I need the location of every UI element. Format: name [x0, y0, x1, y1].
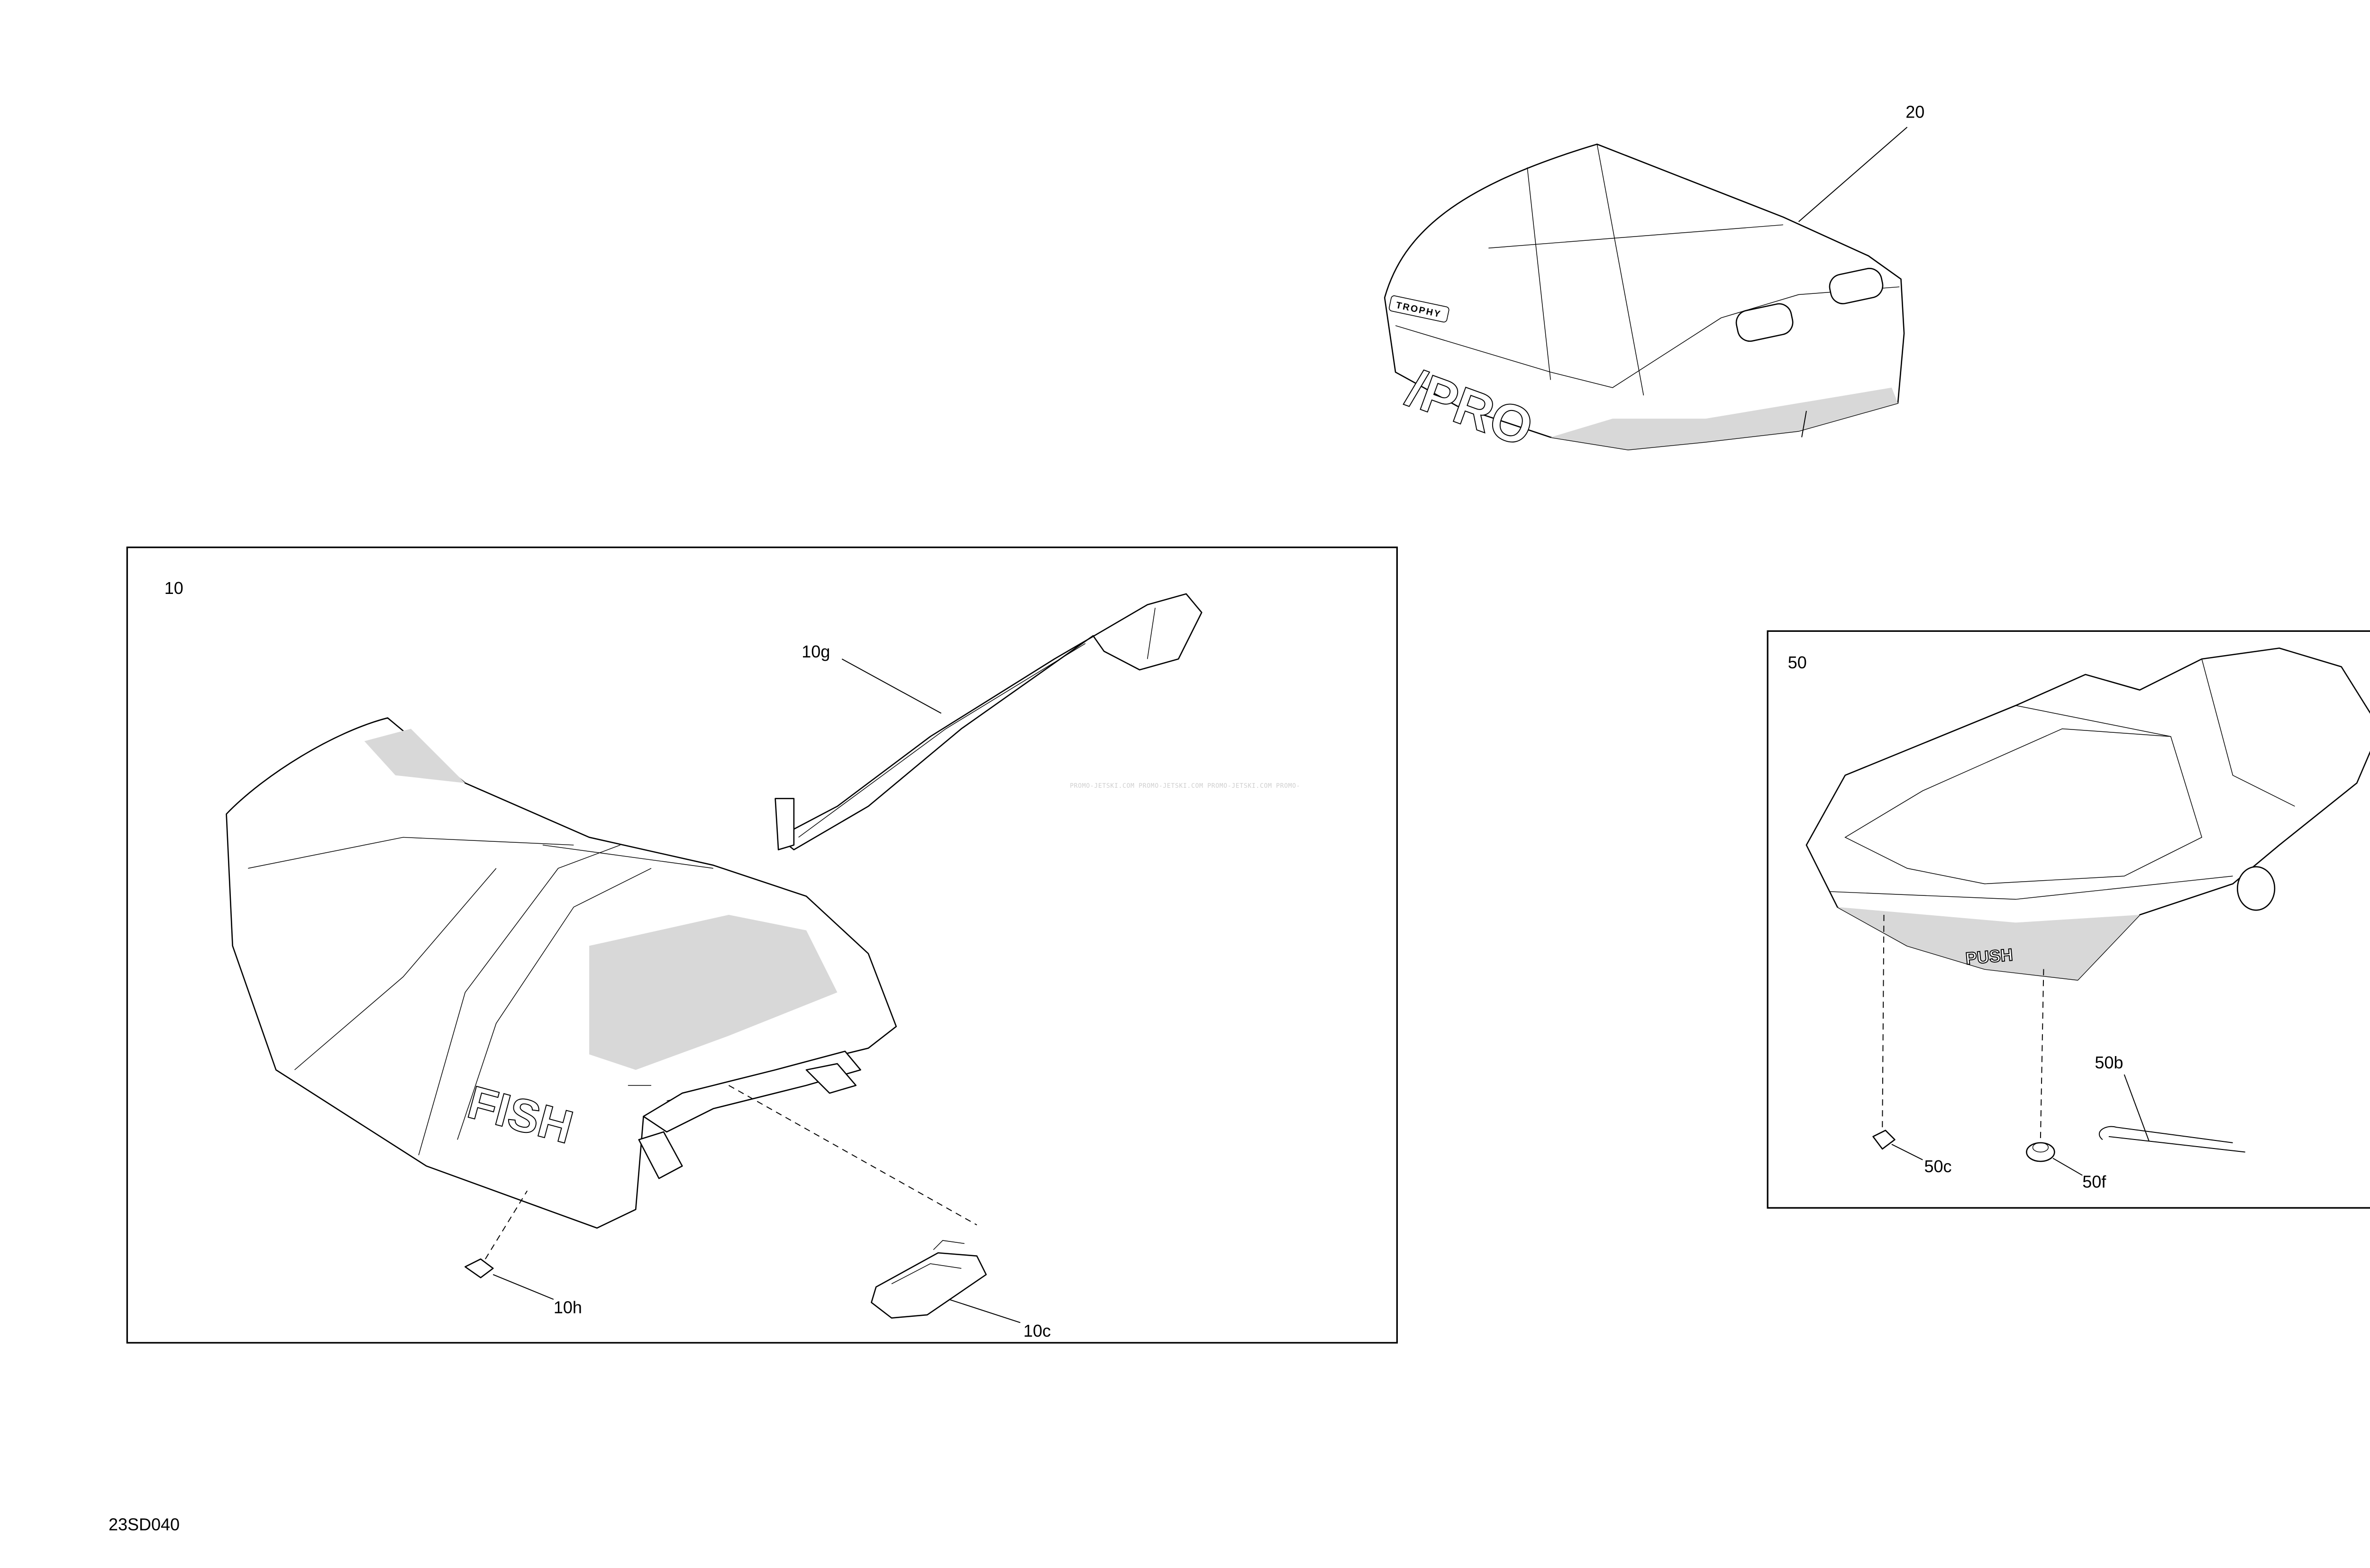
leader-10c [948, 1299, 1021, 1323]
callout-20[interactable]: 20 [1905, 102, 1924, 122]
diagram-id: 23SD040 [109, 1515, 180, 1534]
callout-10c[interactable]: 10c [1023, 1321, 1051, 1340]
callout-50[interactable]: 50 [1788, 653, 1807, 672]
part-10c-latch[interactable] [871, 1240, 987, 1319]
callout-10g[interactable]: 10g [802, 642, 830, 661]
part-10h-fastener[interactable] [465, 1258, 494, 1278]
part-20-seat[interactable]: TROPHY /PRO [1384, 143, 1905, 458]
leader-10h [492, 1274, 554, 1300]
watermark: PROMO-JETSKI.COM PROMO-JETSKI.COM PROMO-… [1070, 783, 1300, 790]
callout-10h[interactable]: 10h [554, 1298, 582, 1317]
part-50-storage-tray[interactable]: PUSH [1805, 647, 2370, 981]
leader-10g [841, 658, 942, 714]
leader-50c [1891, 1144, 1923, 1160]
leader-50b [2124, 1074, 2150, 1141]
part-50b-pin[interactable] [2098, 1126, 2245, 1153]
assembly-line-10c [728, 1085, 977, 1226]
push-decal: PUSH [1965, 945, 2014, 968]
callout-10[interactable]: 10 [164, 578, 183, 598]
leader-20 [1798, 127, 1908, 222]
assembly-line-50f [2040, 969, 2044, 1139]
callout-50c[interactable]: 50c [1924, 1157, 1952, 1176]
frame-10 [126, 547, 1398, 1344]
part-50f-grommet[interactable] [2026, 1142, 2055, 1162]
callout-50b[interactable]: 50b [2095, 1053, 2123, 1072]
part-10-seat[interactable]: FISH [226, 717, 897, 1229]
frame-50 [1767, 630, 2370, 1209]
part-50c-nut[interactable] [1872, 1130, 1896, 1150]
leader-50f [2052, 1158, 2083, 1176]
part-10g-strap[interactable] [775, 593, 1203, 850]
callout-50f[interactable]: 50f [2082, 1172, 2106, 1192]
assembly-line-50c [1882, 915, 1885, 1129]
assembly-line-10h [485, 1190, 528, 1259]
fish-decal: FISH [463, 1076, 578, 1153]
